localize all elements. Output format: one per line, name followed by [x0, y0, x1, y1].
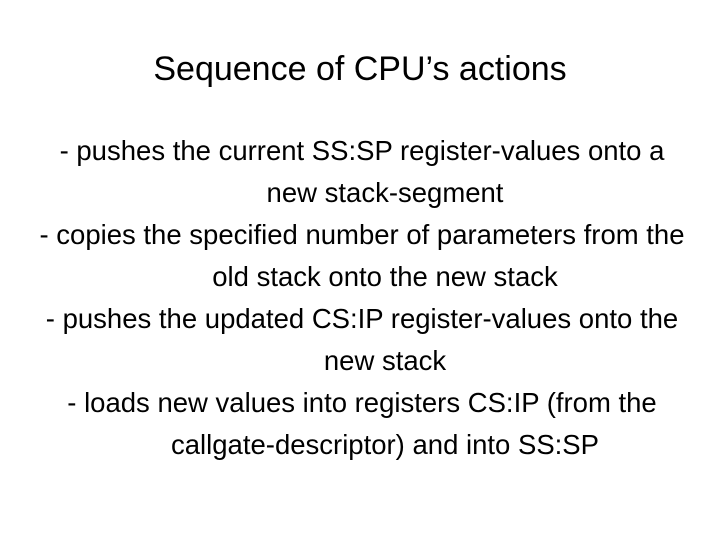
slide-body-content: - pushes the current SS:SP register-valu…: [38, 130, 686, 466]
bullet-item: - copies the specified number of paramet…: [39, 219, 685, 292]
slide-title: Sequence of CPU’s actions: [153, 50, 567, 88]
bullet-item: - pushes the current SS:SP register-valu…: [59, 135, 665, 208]
bullet-item: - loads new values into registers CS:IP …: [67, 387, 657, 460]
bullet-item: - pushes the updated CS:IP register-valu…: [45, 303, 679, 376]
